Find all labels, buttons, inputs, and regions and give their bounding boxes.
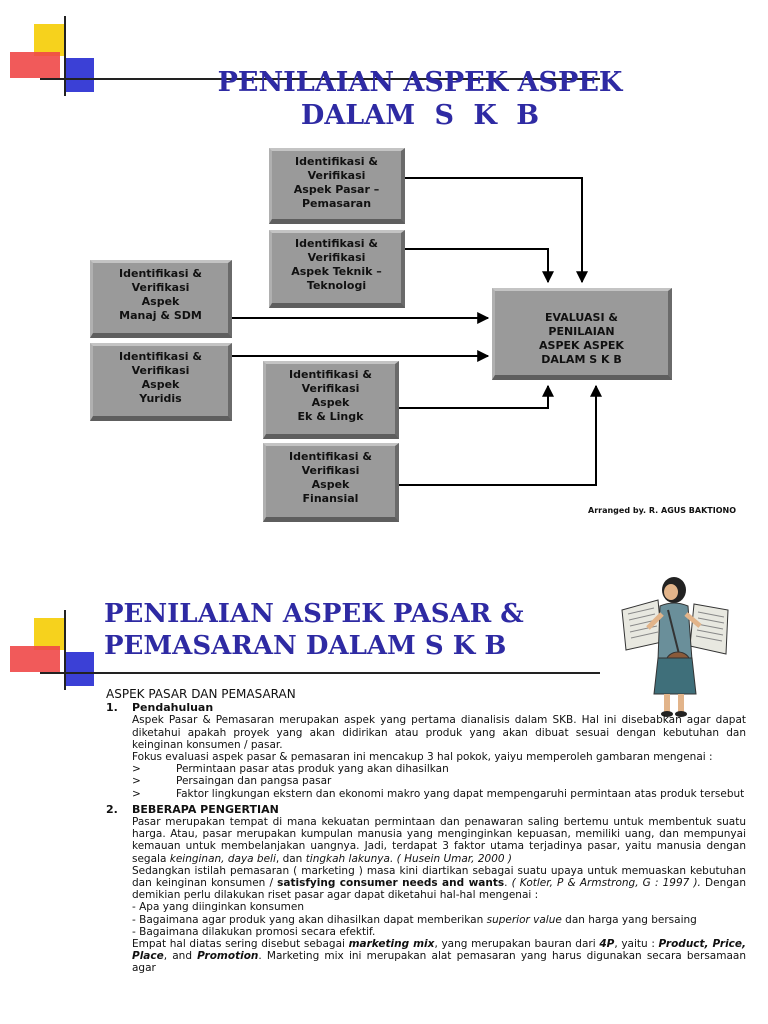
section-title: BEBERAPA PENGERTIAN bbox=[132, 802, 279, 816]
section-title: Pendahuluan bbox=[132, 701, 214, 715]
arrow-finansial bbox=[399, 384, 602, 486]
section-number: 2. bbox=[106, 802, 118, 816]
list-item: > Persaingan dan pangsa pasar bbox=[132, 775, 746, 787]
slide-2: PENILAIAN ASPEK PASAR & PEMASARAN DALAM … bbox=[0, 560, 768, 1024]
flow-arrows bbox=[232, 177, 602, 486]
paragraph: Fokus evaluasi aspek pasar & pemasaran i… bbox=[132, 751, 713, 764]
content-body: ASPEK PASAR DAN PEMASARAN 1. Pendahuluan… bbox=[106, 688, 746, 975]
paragraph: Pasar merupakan tempat di mana kekuatan … bbox=[132, 816, 746, 865]
bullet-marker: > bbox=[132, 763, 141, 776]
slide-title: PENILAIAN ASPEK ASPEK DALAM S K B bbox=[200, 66, 640, 132]
paragraph: Aspek Pasar & Pemasaran merupakan aspek … bbox=[132, 714, 746, 751]
section-heading: ASPEK PASAR DAN PEMASARAN bbox=[106, 687, 296, 701]
arrow-pasar bbox=[405, 177, 588, 284]
paragraph: Empat hal diatas sering disebut sebagai … bbox=[132, 938, 747, 975]
section-2-heading: 2. BEBERAPA PENGERTIAN bbox=[106, 802, 746, 816]
bullet-marker: > bbox=[132, 787, 141, 800]
bullet-text: Faktor lingkungan ekstern dan ekonomi ma… bbox=[176, 787, 745, 800]
title-line-1: PENILAIAN ASPEK PASAR & bbox=[104, 599, 524, 629]
bullet-marker: > bbox=[132, 775, 141, 788]
arrow-ek bbox=[399, 384, 554, 409]
title-line-1: PENILAIAN ASPEK ASPEK bbox=[217, 67, 623, 98]
dash-item: - Bagaimana agar produk yang akan dihasi… bbox=[132, 913, 697, 926]
box-aspek-yuridis: Identifikasi & Verifikasi Aspek Yuridis bbox=[90, 343, 232, 421]
box-aspek-pasar: Identifikasi & Verifikasi Aspek Pasar – … bbox=[269, 148, 405, 224]
credit-text: Arranged by. R. AGUS BAKTIONO bbox=[588, 506, 737, 515]
slide-1: PENILAIAN ASPEK ASPEK DALAM S K B Identi… bbox=[10, 16, 737, 522]
woman-reading-newspaper-illustration bbox=[621, 577, 729, 717]
paragraph: Sedangkan istilah pemasaran ( marketing … bbox=[132, 864, 746, 902]
dash-item: - Bagaimana dilakukan promosi secara efe… bbox=[132, 925, 376, 938]
box-evaluasi-penilaian: EVALUASI & PENILAIAN ASPEK ASPEK DALAM S… bbox=[492, 288, 672, 380]
box-aspek-ek-lingk: Identifikasi & Verifikasi Aspek Ek & Lin… bbox=[263, 361, 399, 439]
dash-item: - Apa yang diinginkan konsumen bbox=[132, 901, 305, 914]
list-item: > Permintaan pasar atas produk yang akan… bbox=[132, 763, 746, 775]
box-aspek-finansial: Identifikasi & Verifikasi Aspek Finansia… bbox=[263, 443, 399, 522]
list-item: > Faktor lingkungan ekstern dan ekonomi … bbox=[132, 788, 746, 800]
slide-title: PENILAIAN ASPEK PASAR & PEMASARAN DALAM … bbox=[104, 598, 624, 662]
title-line-2: PEMASARAN DALAM S K B bbox=[104, 631, 507, 661]
bullet-text: Permintaan pasar atas produk yang akan d… bbox=[176, 763, 449, 776]
section-1-heading: 1. Pendahuluan bbox=[106, 701, 746, 715]
arrow-teknik bbox=[405, 248, 554, 284]
box-aspek-teknik: Identifikasi & Verifikasi Aspek Teknik –… bbox=[269, 230, 405, 308]
title-line-2: DALAM S K B bbox=[300, 100, 540, 131]
box-aspek-manaj: Identifikasi & Verifikasi Aspek Manaj & … bbox=[90, 260, 232, 338]
section-number: 1. bbox=[106, 701, 118, 715]
bullet-text: Persaingan dan pangsa pasar bbox=[176, 775, 332, 788]
